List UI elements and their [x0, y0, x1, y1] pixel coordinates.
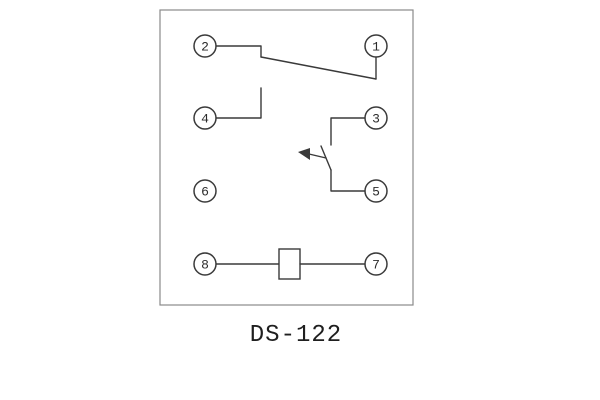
terminal-7-label: 7 [372, 258, 380, 273]
contact-blade-top [260, 56, 377, 80]
terminal-2: 2 [193, 34, 217, 58]
terminal-5-label: 5 [372, 185, 380, 200]
terminal-7-circle [364, 252, 388, 276]
terminal-1-label: 1 [372, 40, 380, 55]
delay-arrow-icon [298, 148, 310, 160]
terminal-8: 8 [193, 252, 217, 276]
terminal-4: 4 [193, 106, 217, 130]
model-label: DS-122 [250, 322, 342, 349]
wiring-group [215, 45, 377, 280]
wire-terminal-4 [215, 87, 262, 119]
terminal-5-circle [364, 179, 388, 203]
terminal-6-circle [193, 179, 217, 203]
terminal-5: 5 [364, 179, 388, 203]
terminal-6: 6 [193, 179, 217, 203]
wire-terminal-2 [215, 45, 262, 58]
terminal-3: 3 [364, 106, 388, 130]
terminal-4-circle [193, 106, 217, 130]
terminal-4-label: 4 [201, 112, 209, 127]
delay-arrow-line [308, 153, 327, 159]
terminal-1-circle [364, 34, 388, 58]
terminal-7: 7 [364, 252, 388, 276]
terminal-8-circle [193, 252, 217, 276]
terminal-1: 1 [364, 34, 388, 58]
terminal-2-label: 2 [201, 40, 209, 55]
terminal-2-circle [193, 34, 217, 58]
terminals-group: 2 1 4 3 6 5 [193, 34, 388, 276]
wire-terminal-3 [330, 117, 366, 146]
terminal-3-circle [364, 106, 388, 130]
wire-terminal-5 [330, 169, 366, 192]
coil-symbol [278, 248, 301, 280]
terminal-8-label: 8 [201, 258, 209, 273]
terminal-6-label: 6 [201, 185, 209, 200]
terminal-3-label: 3 [372, 112, 380, 127]
diagram-border [159, 9, 414, 306]
